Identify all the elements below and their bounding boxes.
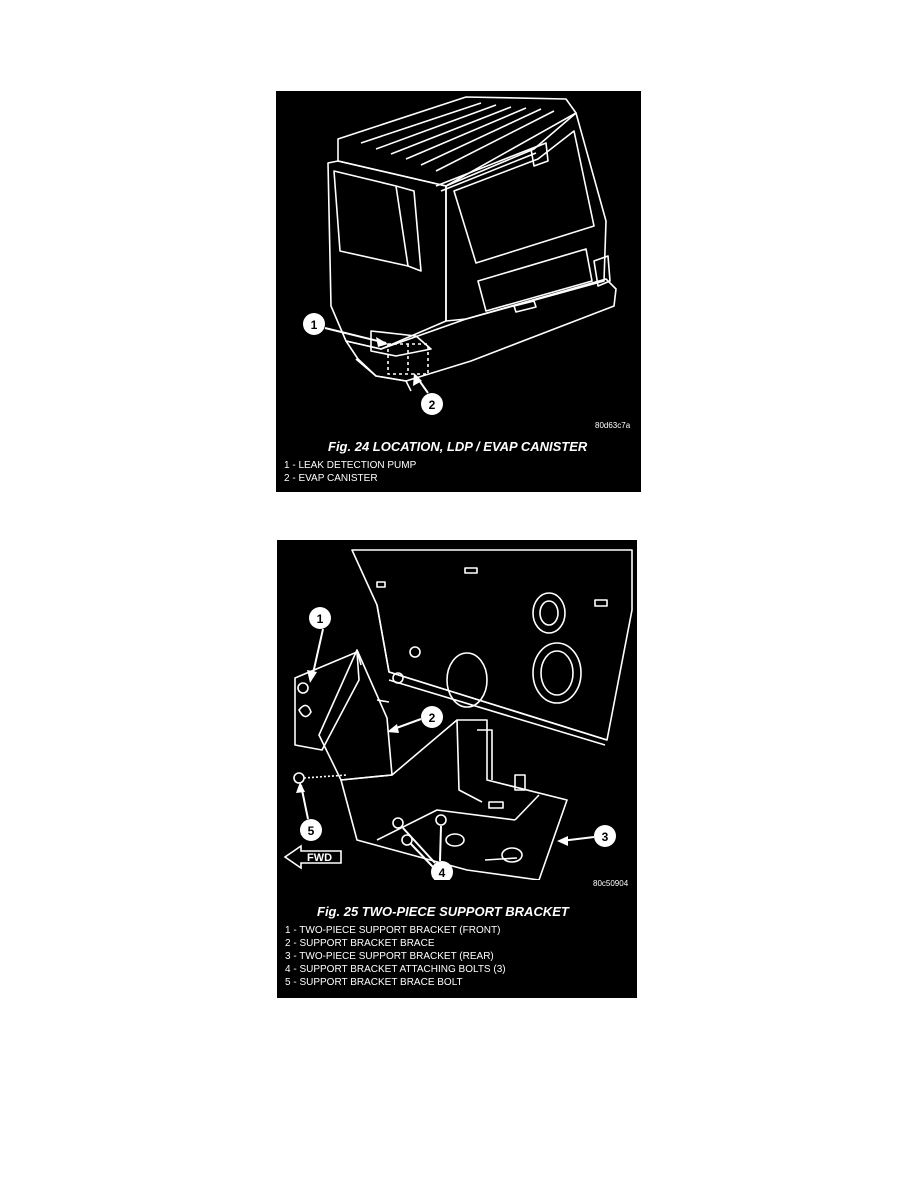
leader-line-1: [311, 628, 324, 679]
arrow-head-icon: [557, 836, 568, 846]
arrow-head-icon: [413, 373, 422, 386]
svg-text:5: 5: [308, 824, 315, 838]
callout-3: [594, 825, 616, 847]
svg-text:FWD: FWD: [307, 852, 332, 864]
callout-5: [300, 819, 322, 841]
figure-title: Fig. 25 TWO-PIECE SUPPORT BRACKET: [317, 904, 569, 919]
leader-line-4b: [439, 825, 442, 862]
legend-item: 5 - SUPPORT BRACKET BRACE BOLT: [285, 977, 463, 988]
figure-24: 1 2 80d63c7a Fig. 24 LOCATION, LDP / EVA…: [276, 91, 641, 492]
callout-2: [421, 393, 443, 415]
fwd-arrow-icon: [283, 844, 342, 870]
svg-text:3: 3: [602, 830, 609, 844]
arrow-head-icon: [376, 337, 388, 347]
svg-text:1: 1: [311, 318, 318, 332]
figure-code: 80c50904: [593, 879, 629, 888]
svg-text:4: 4: [439, 866, 446, 880]
arrow-head-icon: [296, 782, 305, 793]
legend-item: 1 - TWO-PIECE SUPPORT BRACKET (FRONT): [285, 925, 501, 936]
leader-line-4a: [402, 827, 436, 864]
callout-4: [431, 861, 453, 880]
figure-25: 1 2 3 4 5 FWD 80c50904 Fig. 25 TWO-PIECE…: [277, 540, 637, 998]
arrow-head-icon: [307, 670, 317, 683]
support-bracket-illustration: 1 2 3 4 5 FWD: [283, 549, 633, 880]
leader-line-4c: [410, 843, 434, 868]
legend-item: 1 - LEAK DETECTION PUMP: [284, 460, 417, 471]
figure-legend: 1 - LEAK DETECTION PUMP 2 - EVAP CANISTE…: [284, 459, 416, 485]
arrow-head-icon: [387, 724, 399, 733]
figure-title: Fig. 24 LOCATION, LDP / EVAP CANISTER: [328, 439, 588, 454]
callout-1: [303, 313, 325, 335]
leader-line-1: [324, 327, 387, 344]
figure-code: 80d63c7a: [595, 421, 631, 430]
legend-item: 3 - TWO-PIECE SUPPORT BRACKET (REAR): [285, 951, 494, 962]
callout-2: [421, 706, 443, 728]
svg-text:2: 2: [429, 398, 436, 412]
svg-text:1: 1: [317, 612, 324, 626]
svg-text:2: 2: [429, 711, 436, 725]
legend-item: 4 - SUPPORT BRACKET ATTACHING BOLTS (3): [285, 964, 506, 975]
legend-item: 2 - EVAP CANISTER: [284, 473, 378, 484]
callout-1: [309, 607, 331, 629]
legend-item: 2 - SUPPORT BRACKET BRACE: [285, 938, 435, 949]
figure-legend: 1 - TWO-PIECE SUPPORT BRACKET (FRONT) 2 …: [285, 924, 506, 989]
vehicle-rear-illustration: 1 2: [303, 96, 617, 415]
